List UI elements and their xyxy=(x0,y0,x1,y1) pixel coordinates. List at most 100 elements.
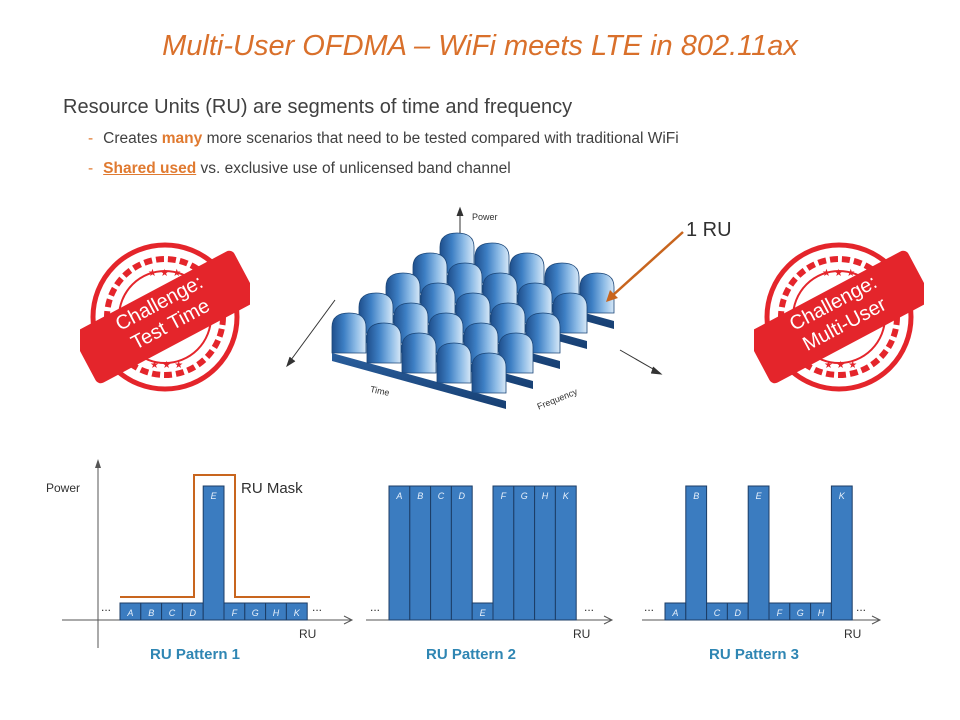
axis-unit-p2: RU xyxy=(573,627,591,641)
ru-bar-H: H xyxy=(810,602,832,621)
ru-bar-letter: H xyxy=(542,491,549,501)
surface-ru-block xyxy=(436,342,472,384)
bullet-highlight: many xyxy=(161,130,203,147)
ru-bar-E: E xyxy=(202,485,225,621)
ru-bar-letter: D xyxy=(735,608,742,618)
ru-bar-B: B xyxy=(140,602,163,621)
stamp-graphic: ★ ★ ★ ★ ★ ★ xyxy=(747,242,931,392)
bullet-many-scenarios: -Creates many more scenarios that need t… xyxy=(88,130,679,148)
ru-bar-D: D xyxy=(450,485,473,621)
ru-bar-letter: B xyxy=(148,608,154,618)
bullet-text-post: more scenarios that need to be tested co… xyxy=(202,130,679,147)
slide-title: Multi-User OFDMA – WiFi meets LTE in 802… xyxy=(162,30,798,62)
ru-bar-letter: C xyxy=(714,608,721,618)
challenge-stamp-multi-user: ★ ★ ★ ★ ★ ★ Challenge: Multi-User xyxy=(747,232,931,402)
ru-bar-G: G xyxy=(513,485,536,621)
ru-bar-E: E xyxy=(747,485,770,621)
ellipsis-left-p1: ... xyxy=(101,600,112,614)
ru-bar-letter: H xyxy=(273,608,280,618)
ru-bar-A: A xyxy=(664,602,687,621)
surface-ru-block xyxy=(366,322,402,364)
ellipsis-right-p2: ... xyxy=(584,600,595,614)
lead-text: Resource Units (RU) are segments of time… xyxy=(63,96,573,118)
axis-unit-p1: RU xyxy=(299,627,317,641)
ru-bar-C: C xyxy=(430,485,452,621)
pattern-1-label: RU Pattern 1 xyxy=(150,646,241,663)
ru-bar-D: D xyxy=(181,602,204,621)
ru-bar-A: A xyxy=(388,485,411,621)
challenge-stamp-test-time: ★ ★ ★ ★ ★ ★ Challenge: Test Time xyxy=(73,232,257,402)
ru-surface xyxy=(331,232,615,409)
ru-bar-letter: F xyxy=(777,608,783,618)
ru-bar-letter: K xyxy=(839,491,846,501)
ru-bar-letter: E xyxy=(480,608,487,618)
ru-bar-C: C xyxy=(706,602,728,621)
ellipsis-right-p3: ... xyxy=(856,600,867,614)
bullet-dash: - xyxy=(88,130,94,147)
surface-ru-block xyxy=(401,332,437,374)
surface-ru-block xyxy=(552,292,588,334)
bullet-text-pre: Creates xyxy=(103,130,162,147)
ru-bar-K: K xyxy=(554,485,577,621)
svg-text:★ ★ ★: ★ ★ ★ xyxy=(148,268,181,279)
ru-callout-arrow xyxy=(606,231,684,302)
pattern-3-bars: A B C D E F G H K xyxy=(664,485,853,621)
ru-bar-G: G xyxy=(789,602,812,621)
ru-bar-F: F xyxy=(492,485,515,621)
surface-ru-block xyxy=(331,312,367,354)
ru-bar-letter: E xyxy=(211,491,218,501)
ru-bar-letter: H xyxy=(818,608,825,618)
ru-bar-A: A xyxy=(119,602,142,621)
ru-bar-letter: G xyxy=(521,491,528,501)
ru-bar-H: H xyxy=(534,485,556,621)
ru-bar-K: K xyxy=(830,485,853,621)
ru-bar-letter: D xyxy=(190,608,197,618)
ru-bar-letter: A xyxy=(126,608,133,618)
ru-bar-letter: K xyxy=(294,608,301,618)
surface-row-base xyxy=(332,353,506,409)
surface-power-label: Power xyxy=(472,212,498,222)
ru-bar-letter: G xyxy=(252,608,259,618)
ru-bar-K: K xyxy=(285,602,308,621)
ru-bar-B: B xyxy=(409,485,432,621)
ru-bar-letter: K xyxy=(563,491,570,501)
ru-bar-letter: A xyxy=(395,491,402,501)
ru-bar-letter: B xyxy=(417,491,423,501)
ru-callout-label: 1 RU xyxy=(686,219,732,241)
surface-ru-block xyxy=(525,312,561,354)
ru-bar-letter: F xyxy=(501,491,507,501)
bullet-highlight: Shared used xyxy=(103,160,197,177)
ru-bar-G: G xyxy=(244,602,267,621)
surface-ru-block xyxy=(471,352,507,394)
ellipsis-left-p3: ... xyxy=(644,600,655,614)
pattern-3-label: RU Pattern 3 xyxy=(709,646,800,663)
bullet-dash: - xyxy=(88,160,94,177)
ru-bar-letter: C xyxy=(169,608,176,618)
ru-bar-F: F xyxy=(223,602,246,621)
svg-text:★ ★ ★: ★ ★ ★ xyxy=(822,268,855,279)
pattern-2-label: RU Pattern 2 xyxy=(426,646,517,663)
svg-text:★ ★ ★: ★ ★ ★ xyxy=(824,360,857,371)
ru-bar-letter: A xyxy=(671,608,678,618)
surface-ru-block xyxy=(498,332,534,374)
ru-bar-letter: B xyxy=(693,491,699,501)
bullet-shared-use: -Shared used vs. exclusive use of unlice… xyxy=(88,160,511,178)
ellipsis-right-p1: ... xyxy=(312,600,323,614)
ru-bar-letter: E xyxy=(756,491,763,501)
surface-ru-block xyxy=(579,272,615,314)
ru-bar-B: B xyxy=(685,485,708,621)
ellipsis-left-p2: ... xyxy=(370,600,381,614)
svg-text:★ ★ ★: ★ ★ ★ xyxy=(150,360,183,371)
ru-mask-label: RU Mask xyxy=(241,480,303,497)
ru-bar-F: F xyxy=(768,602,791,621)
ru-bar-E: E xyxy=(471,602,494,621)
ru-bar-H: H xyxy=(265,602,287,621)
pattern-power-label: Power xyxy=(46,481,81,495)
ru-bar-letter: G xyxy=(797,608,804,618)
ru-mask-line xyxy=(120,474,310,598)
ru-bar-letter: D xyxy=(459,491,466,501)
